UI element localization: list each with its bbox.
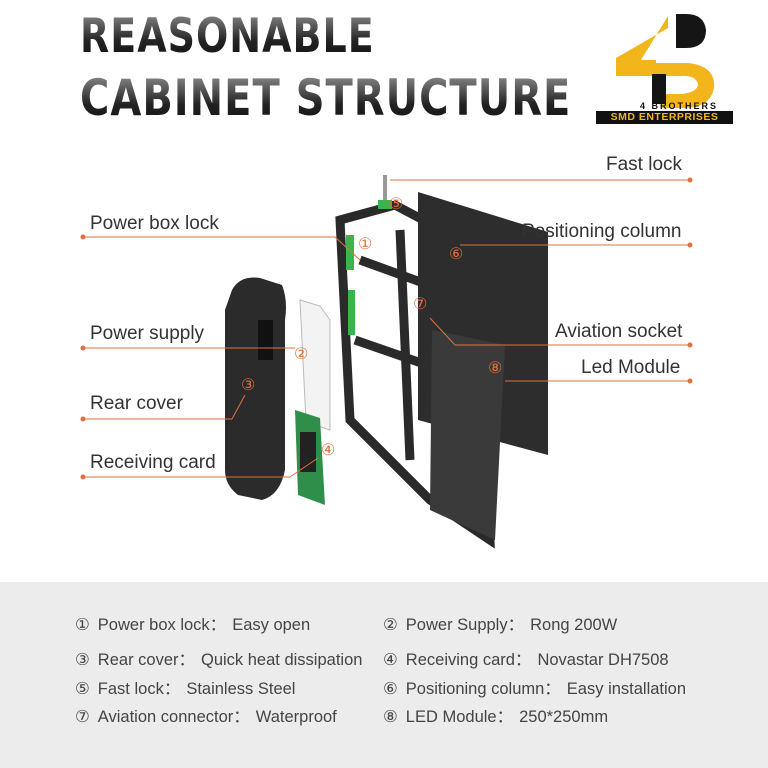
callout-receiving-card: Receiving card — [90, 452, 216, 473]
callout-rear-cover: Rear cover — [90, 393, 183, 414]
spec-item: ③ Rear cover： Quick heat dissipation — [75, 646, 362, 670]
spec-number: ⑦ — [75, 708, 90, 726]
spec-number: ⑥ — [383, 680, 398, 698]
spec-number: ① — [75, 616, 90, 634]
title-line-1: REASONABLE — [80, 8, 375, 63]
brand-logo-icon — [616, 14, 715, 108]
spec-number: ③ — [75, 651, 90, 669]
callout-number-7: ⑦ — [413, 296, 428, 313]
spec-name: Fast lock： — [97, 680, 181, 698]
spec-item: ⑤ Fast lock： Stainless Steel — [75, 675, 295, 699]
rear-cover-image — [225, 277, 286, 500]
spec-item: ⑦ Aviation connector： Waterproof — [75, 703, 337, 727]
spec-value: Easy open — [232, 616, 311, 634]
spec-name: Power box lock： — [97, 616, 227, 634]
spec-name: Rear cover： — [97, 651, 195, 669]
power-supply-image — [299, 299, 331, 431]
spec-panel — [0, 582, 768, 768]
spec-value: Rong 200W — [530, 616, 618, 634]
spec-number: ④ — [383, 651, 398, 669]
spec-value: Easy installation — [566, 680, 687, 698]
spec-name: Positioning column： — [405, 680, 561, 698]
spec-value: Stainless Steel — [186, 680, 296, 698]
spec-number: ⑧ — [383, 708, 398, 726]
callout-power-supply: Power supply — [90, 323, 205, 344]
callout-number-8: ⑧ — [488, 360, 503, 377]
spec-item: ② Power Supply： Rong 200W — [383, 611, 617, 635]
callout-positioning-column: Positioning column — [522, 221, 682, 242]
callout-number-4: ④ — [321, 442, 336, 459]
spec-name: Power Supply： — [405, 616, 525, 634]
callout-number-2: ② — [294, 346, 309, 363]
spec-item: ① Power box lock： Easy open — [75, 611, 310, 635]
callout-fast-lock: Fast lock — [606, 154, 683, 175]
callout-power-box-lock: Power box lock — [90, 213, 219, 234]
callout-number-5: ⑤ — [389, 196, 404, 213]
spec-number: ⑤ — [75, 680, 90, 698]
spec-item: ④ Receiving card： Novastar DH7508 — [383, 646, 669, 670]
title-line-2: CABINET STRUCTURE — [80, 70, 572, 128]
spec-item: ⑧ LED Module： 250*250mm — [383, 703, 608, 727]
spec-value: 250*250mm — [519, 708, 609, 726]
callout-number-3: ③ — [241, 377, 256, 394]
spec-name: LED Module： — [405, 708, 514, 726]
spec-number: ② — [383, 616, 398, 634]
callout-number-1: ① — [358, 236, 373, 253]
logo-name: SMD ENTERPRISES — [596, 111, 733, 124]
spec-name: Receiving card： — [405, 651, 532, 669]
led-module-image — [418, 192, 548, 540]
callout-number-6: ⑥ — [449, 246, 464, 263]
logo-subtitle: 4 BROTHERS — [640, 101, 719, 111]
spec-value: Waterproof — [255, 708, 337, 726]
cabinet-exploded-diagram — [80, 175, 693, 549]
callout-led-module: Led Module — [581, 357, 681, 378]
spec-name: Aviation connector： — [97, 708, 250, 726]
spec-item: ⑥ Positioning column： Easy installation — [383, 675, 686, 699]
spec-value: Quick heat dissipation — [201, 651, 363, 669]
spec-value: Novastar DH7508 — [537, 651, 669, 669]
callout-aviation-socket: Aviation socket — [555, 321, 683, 342]
